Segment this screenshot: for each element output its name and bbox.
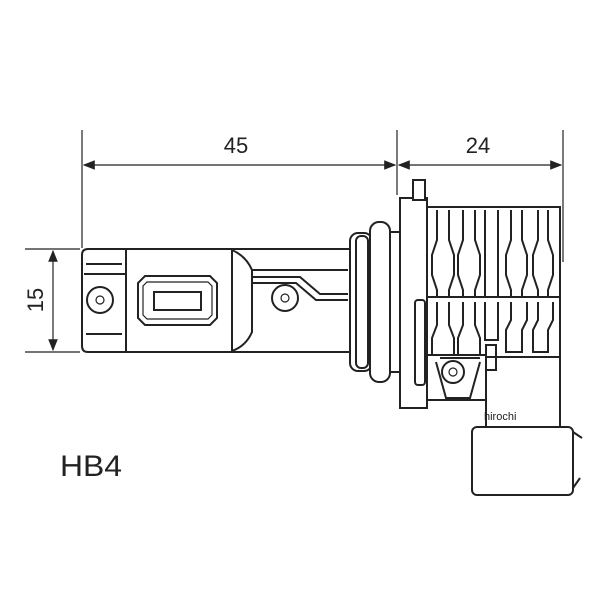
dimension-15-label: 15 [23, 288, 48, 312]
model-label: HB4 [60, 450, 122, 483]
dimension-45-label: 45 [224, 133, 248, 158]
screw-icon [271, 284, 299, 312]
led-stem [81, 248, 351, 353]
flange [349, 179, 428, 409]
led-window [137, 275, 218, 326]
dimension-24: 24 [397, 130, 564, 262]
connector [471, 426, 583, 496]
screw-icon [441, 360, 465, 384]
dimension-45: 45 [81, 130, 398, 248]
heat-sink [426, 206, 561, 427]
screw-icon [86, 286, 114, 314]
watermark: hirochi [484, 411, 516, 423]
dimension-24-label: 24 [466, 133, 490, 158]
dimension-15: 15 [23, 248, 80, 353]
